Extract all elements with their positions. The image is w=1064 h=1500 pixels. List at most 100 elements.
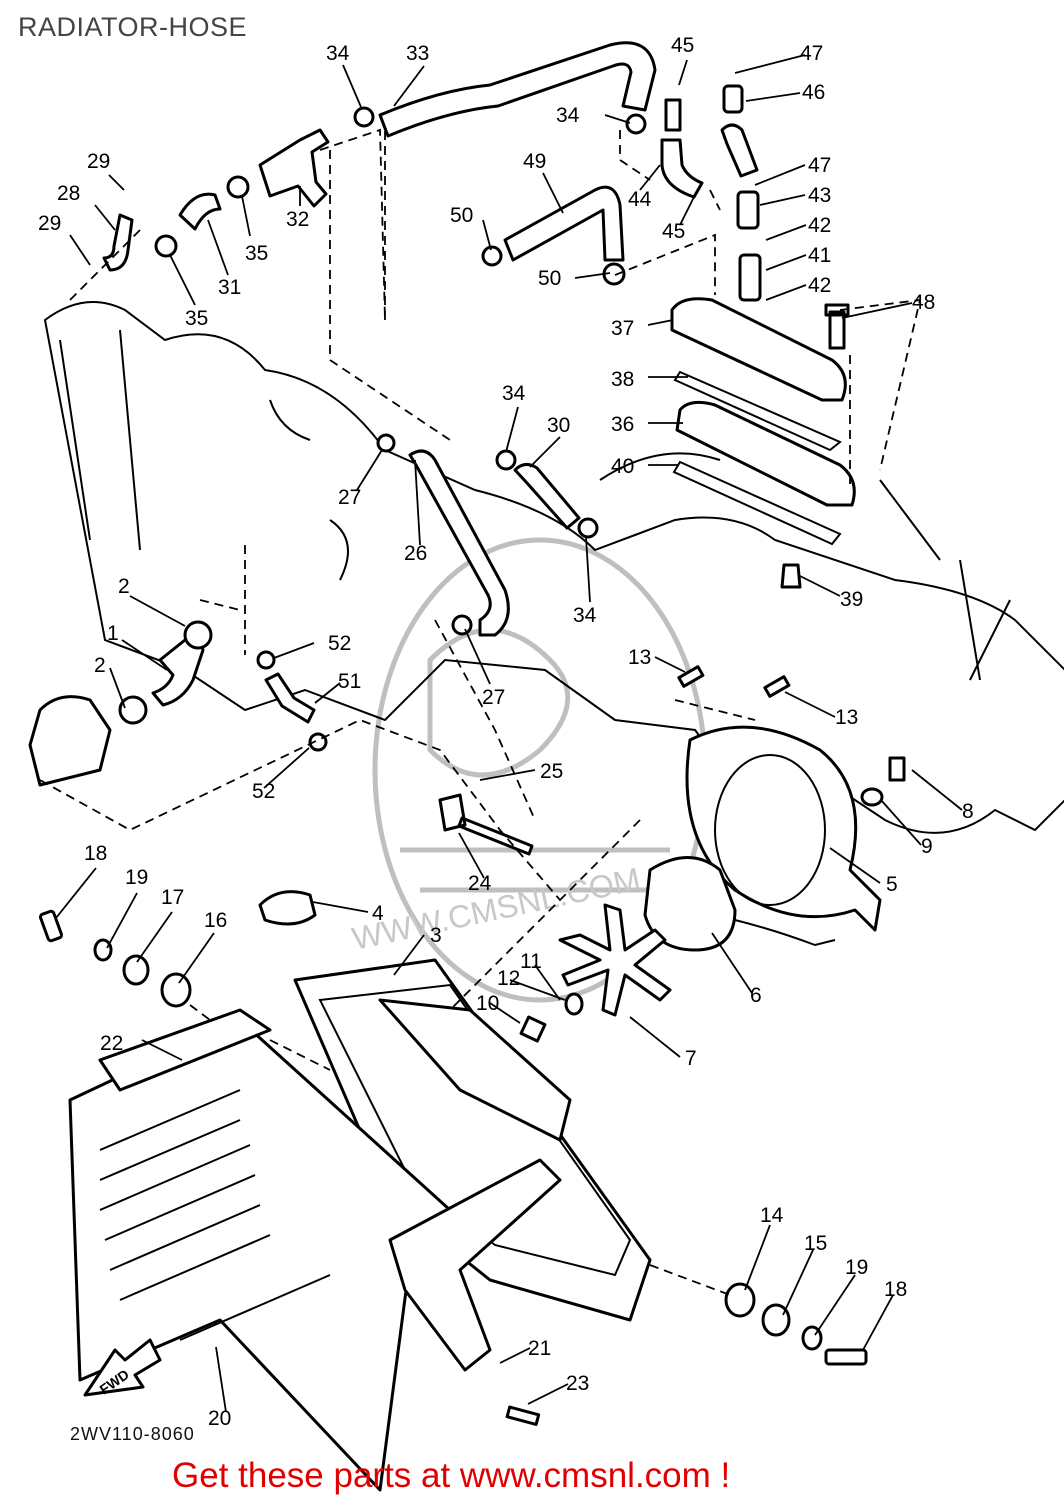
clamp-2-upper <box>183 620 213 650</box>
bolt-18a <box>38 909 64 943</box>
callout-28: 28 <box>57 182 80 205</box>
callout-51: 51 <box>338 670 361 693</box>
collar-15 <box>761 1303 791 1337</box>
assembly-lines <box>39 128 922 1296</box>
hose-28 <box>102 213 134 272</box>
engine-detail <box>59 329 1011 681</box>
callout-34: 34 <box>502 382 526 405</box>
callout-46: 46 <box>802 81 825 104</box>
callout-17: 17 <box>161 886 184 909</box>
callout-21: 21 <box>528 1337 551 1360</box>
callout-41: 41 <box>808 244 831 267</box>
clamp-34-right <box>625 113 647 135</box>
callout-16: 16 <box>204 909 227 932</box>
clamp-2-lower <box>118 695 148 725</box>
callout-34: 34 <box>556 104 580 127</box>
callout-18: 18 <box>84 842 107 865</box>
callout-15: 15 <box>804 1232 827 1255</box>
callout-45: 45 <box>671 34 694 57</box>
clamp-34-low <box>577 517 599 539</box>
hose-51 <box>264 672 316 724</box>
callout-42: 42 <box>808 214 831 237</box>
callout-48: 48 <box>912 291 935 314</box>
bolt-48 <box>824 303 850 350</box>
washer-12 <box>564 992 584 1016</box>
grommet-16 <box>160 972 192 1008</box>
callout-6: 6 <box>750 984 762 1007</box>
callout-34: 34 <box>326 42 350 65</box>
callout-7: 7 <box>685 1047 697 1070</box>
callout-38: 38 <box>611 368 634 391</box>
callout-8: 8 <box>962 800 974 823</box>
guard-mesh <box>99 1089 331 1341</box>
callout-52: 52 <box>328 632 351 655</box>
callout-13: 13 <box>628 646 651 669</box>
callout-25: 25 <box>540 760 563 783</box>
callout-50: 50 <box>538 267 561 290</box>
hose-31 <box>178 192 222 231</box>
hose-26 <box>408 449 510 637</box>
clamp-50-upper <box>481 245 503 267</box>
clamp-34-top <box>353 106 375 128</box>
callout-29: 29 <box>38 212 61 235</box>
collar-17 <box>122 954 150 986</box>
bolt-8 <box>888 756 906 782</box>
clamp-52-upper <box>256 650 276 670</box>
callout-10: 10 <box>476 992 499 1015</box>
callout-18: 18 <box>884 1278 907 1301</box>
bolt-23 <box>505 1405 541 1426</box>
callout-3: 3 <box>430 924 442 947</box>
pump-housing <box>28 695 112 787</box>
callout-30: 30 <box>547 414 570 437</box>
callout-37: 37 <box>611 317 634 340</box>
callout-29: 29 <box>87 150 110 173</box>
callout-31: 31 <box>218 276 241 299</box>
callout-49: 49 <box>523 150 546 173</box>
callout-12: 12 <box>497 967 520 990</box>
washer-19a <box>93 938 113 962</box>
callout-39: 39 <box>840 588 863 611</box>
callout-42: 42 <box>808 274 831 297</box>
callout-19: 19 <box>845 1256 868 1279</box>
callout-20: 20 <box>208 1407 231 1430</box>
bolt-18b <box>824 1348 868 1366</box>
fan-shroud-5 <box>685 725 882 932</box>
gasket-40 <box>672 460 842 546</box>
hose-30 <box>513 463 581 530</box>
bolt-13b <box>763 675 791 698</box>
clamp-35-lower <box>154 234 178 258</box>
callout-24: 24 <box>468 872 492 895</box>
callout-22: 22 <box>100 1032 123 1055</box>
clamp-35-upper <box>226 175 250 199</box>
callout-26: 26 <box>404 542 427 565</box>
hose-33 <box>378 41 657 138</box>
joint-32 <box>258 128 330 208</box>
radiator-cap-4 <box>258 890 317 926</box>
motor-cable <box>734 919 836 947</box>
nut-10 <box>519 1015 547 1043</box>
shroud-opening <box>714 754 826 906</box>
hose-44 <box>660 138 704 199</box>
callout-43: 43 <box>808 184 831 207</box>
footer-link[interactable]: Get these parts at www.cmsnl.com ! <box>172 1456 731 1495</box>
bolt-13a <box>677 665 705 688</box>
grommet-14 <box>724 1282 756 1318</box>
drawing-code: 2WV110-8060 <box>70 1424 195 1444</box>
radiator-tank <box>378 998 572 1142</box>
pipe-46 <box>722 84 744 114</box>
fitting-39 <box>780 563 802 589</box>
callout-4: 4 <box>372 902 384 925</box>
callout-2: 2 <box>118 575 130 598</box>
callout-5: 5 <box>886 873 898 896</box>
plate-36 <box>675 400 856 507</box>
forward-arrow-icon: FWD <box>83 1338 162 1397</box>
callout-13: 13 <box>835 706 858 729</box>
callout-40: 40 <box>611 455 634 478</box>
callout-44: 44 <box>628 188 652 211</box>
callout-14: 14 <box>760 1204 784 1227</box>
clamp-27-lower <box>451 614 473 636</box>
callout-52: 52 <box>252 780 275 803</box>
callout-45: 45 <box>662 220 685 243</box>
